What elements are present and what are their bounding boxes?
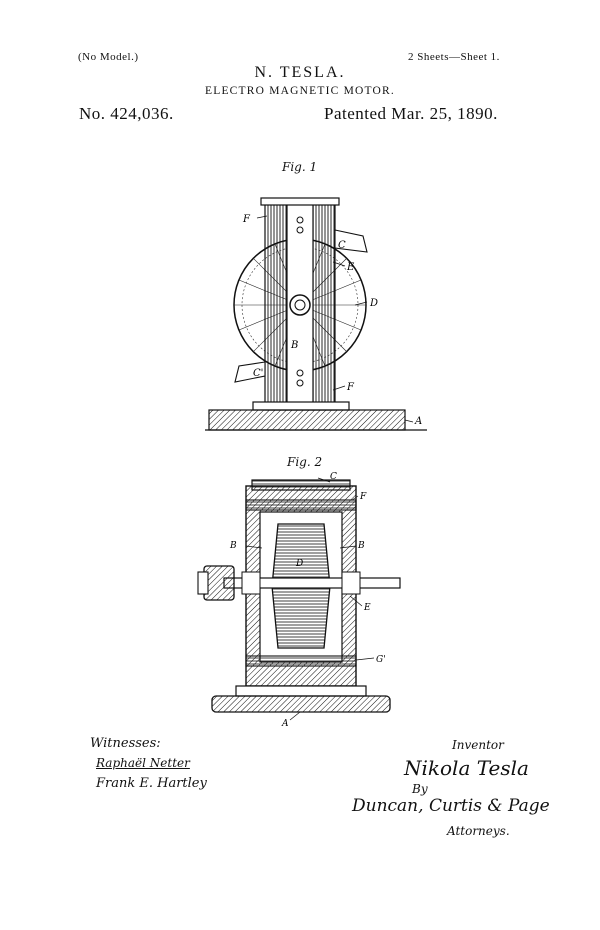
fig1-pole-c xyxy=(334,229,368,253)
fig2-label-b-right: B xyxy=(357,541,365,551)
patent-title: ELECTRO MAGNETIC MOTOR. xyxy=(205,85,395,97)
fig2-base-a xyxy=(211,695,391,713)
inventor-signature: Nikola Tesla xyxy=(404,756,529,780)
fig1-base-a xyxy=(208,409,406,431)
fig2-label-f: F xyxy=(359,492,367,502)
fig1-pole-c1 xyxy=(234,361,266,383)
patent-date: Patented Mar. 25, 1890. xyxy=(324,104,498,123)
fig1-label-c: C xyxy=(338,240,346,251)
sheet-note: 2 Sheets—Sheet 1. xyxy=(408,51,500,63)
model-note: (No Model.) xyxy=(78,51,139,63)
fig1-left-coil xyxy=(264,201,288,411)
fig1-label-b: B xyxy=(290,340,298,351)
fig1-label-e: E xyxy=(346,262,355,273)
fig2-bar-g xyxy=(245,655,357,667)
attorneys-signature: Duncan, Curtis & Page xyxy=(352,796,550,816)
fig2-cap-c xyxy=(251,479,351,491)
fig1-label-f-top: F xyxy=(242,214,251,225)
fig2-caption: Fig. 2 xyxy=(287,455,323,469)
fig2-label-c: C xyxy=(330,472,337,482)
fig2-bar-f xyxy=(245,499,357,511)
by-label: By xyxy=(412,782,428,796)
attorneys-label: Attorneys. xyxy=(447,824,510,838)
inventor-name: N. TESLA. xyxy=(254,64,346,81)
fig1-label-c1: C' xyxy=(253,368,263,379)
fig1-label-f-bottom: F xyxy=(346,382,355,393)
witness-signature-2: Frank E. Hartley xyxy=(96,776,207,791)
inventor-label: Inventor xyxy=(452,738,504,752)
fig1-right-coil xyxy=(312,201,336,411)
fig2-label-d: D xyxy=(295,559,303,569)
fig1-drawing: F C E D B C' F A xyxy=(205,197,427,431)
fig2-label-g: G' xyxy=(376,655,386,665)
fig1-label-d: D xyxy=(369,298,378,309)
witnesses-label: Witnesses: xyxy=(90,736,161,751)
witness-signature-1: Raphaël Netter xyxy=(96,756,190,770)
fig2-label-e: E xyxy=(363,603,371,613)
fig2-drawing: C F B B D E G' A xyxy=(197,472,401,729)
fig2-label-a: A xyxy=(281,719,289,729)
fig1-label-a: A xyxy=(414,416,422,427)
fig1-caption: Fig. 1 xyxy=(282,160,318,174)
fig2-label-b-left: B xyxy=(229,541,237,551)
patent-number: No. 424,036. xyxy=(79,104,174,123)
